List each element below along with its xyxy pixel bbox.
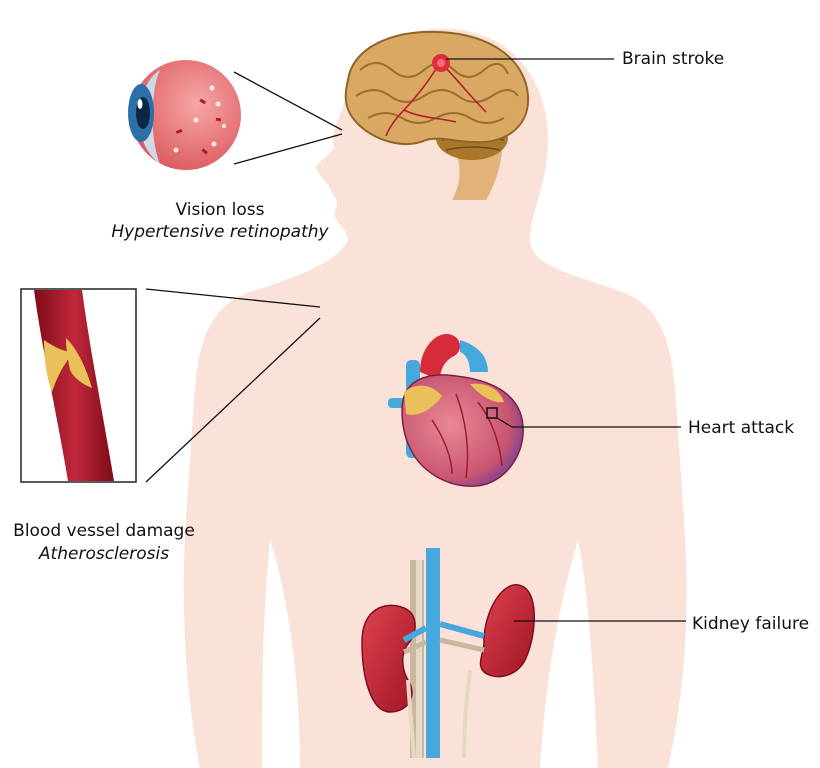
kidney-failure-label: Kidney failure	[692, 614, 810, 634]
vessel-icon	[20, 288, 137, 483]
eye-leader-line-lower	[233, 133, 343, 165]
brain-icon	[344, 30, 530, 200]
heart-icon	[388, 334, 524, 487]
brain-stroke-label: Brain stroke	[622, 49, 725, 69]
kidneys-icon	[361, 548, 535, 759]
eye-leader-line-upper	[233, 71, 343, 131]
atherosclerosis-label: Atherosclerosis	[38, 544, 170, 564]
heart-leader-line-short	[496, 417, 513, 428]
vessel-damage-label: Blood vessel damage	[13, 521, 195, 541]
eye-icon	[128, 60, 241, 170]
vision-loss-label: Vision loss	[175, 200, 265, 220]
heart-attack-label: Heart attack	[688, 418, 795, 438]
vessel-leader-line-upper	[145, 288, 321, 308]
vessel-leader-line-lower	[145, 317, 321, 483]
retinopathy-label: Hypertensive retinopathy	[111, 222, 329, 242]
leader-lines	[145, 58, 686, 622]
